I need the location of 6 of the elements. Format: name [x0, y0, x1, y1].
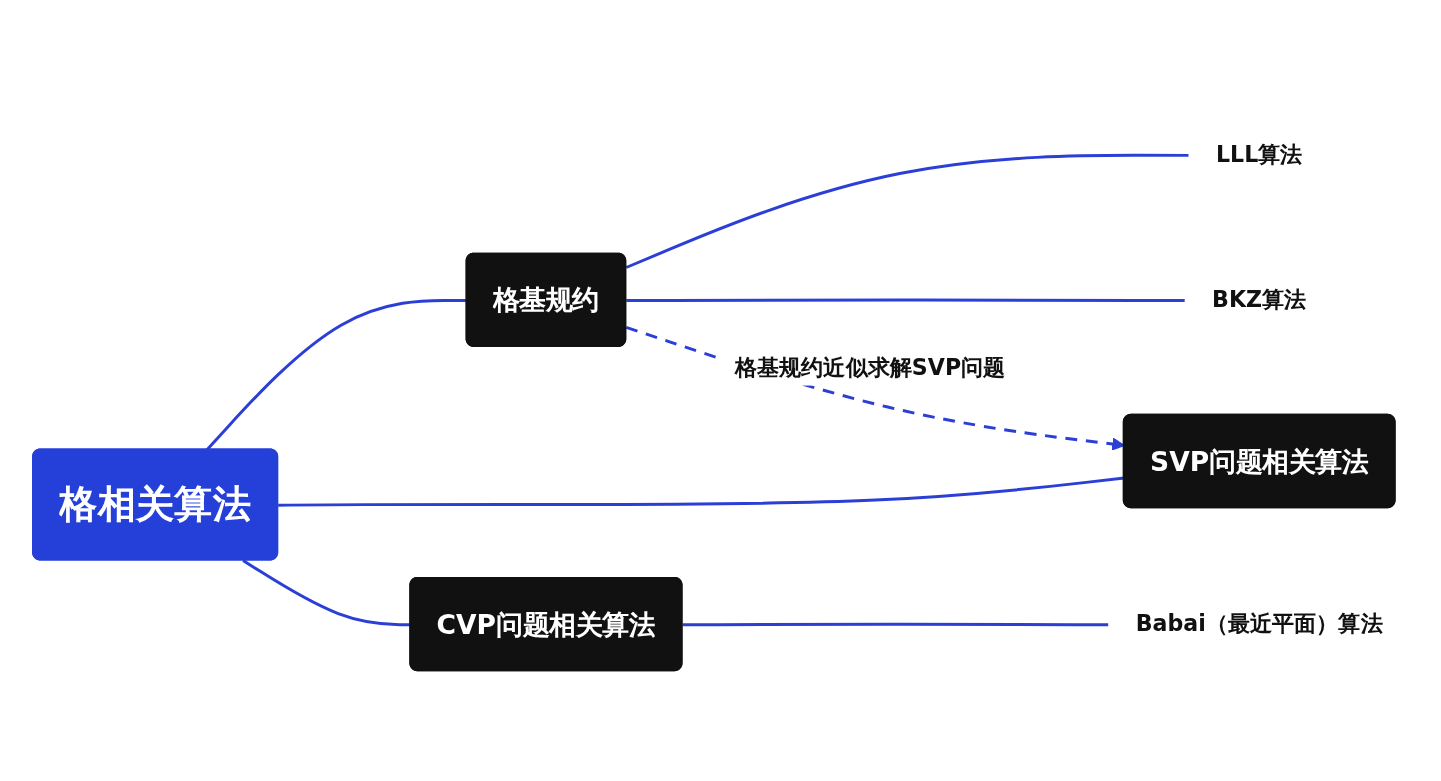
node-text: BKZ算法 — [1211, 285, 1306, 313]
edge-label: 格基规约近似求解SVP问题 — [734, 354, 1005, 381]
connector — [625, 298, 1186, 302]
node-text: LLL算法 — [1215, 140, 1302, 168]
node-text: Babai（最近平面）算法 — [1135, 609, 1383, 637]
connector — [277, 476, 1124, 507]
